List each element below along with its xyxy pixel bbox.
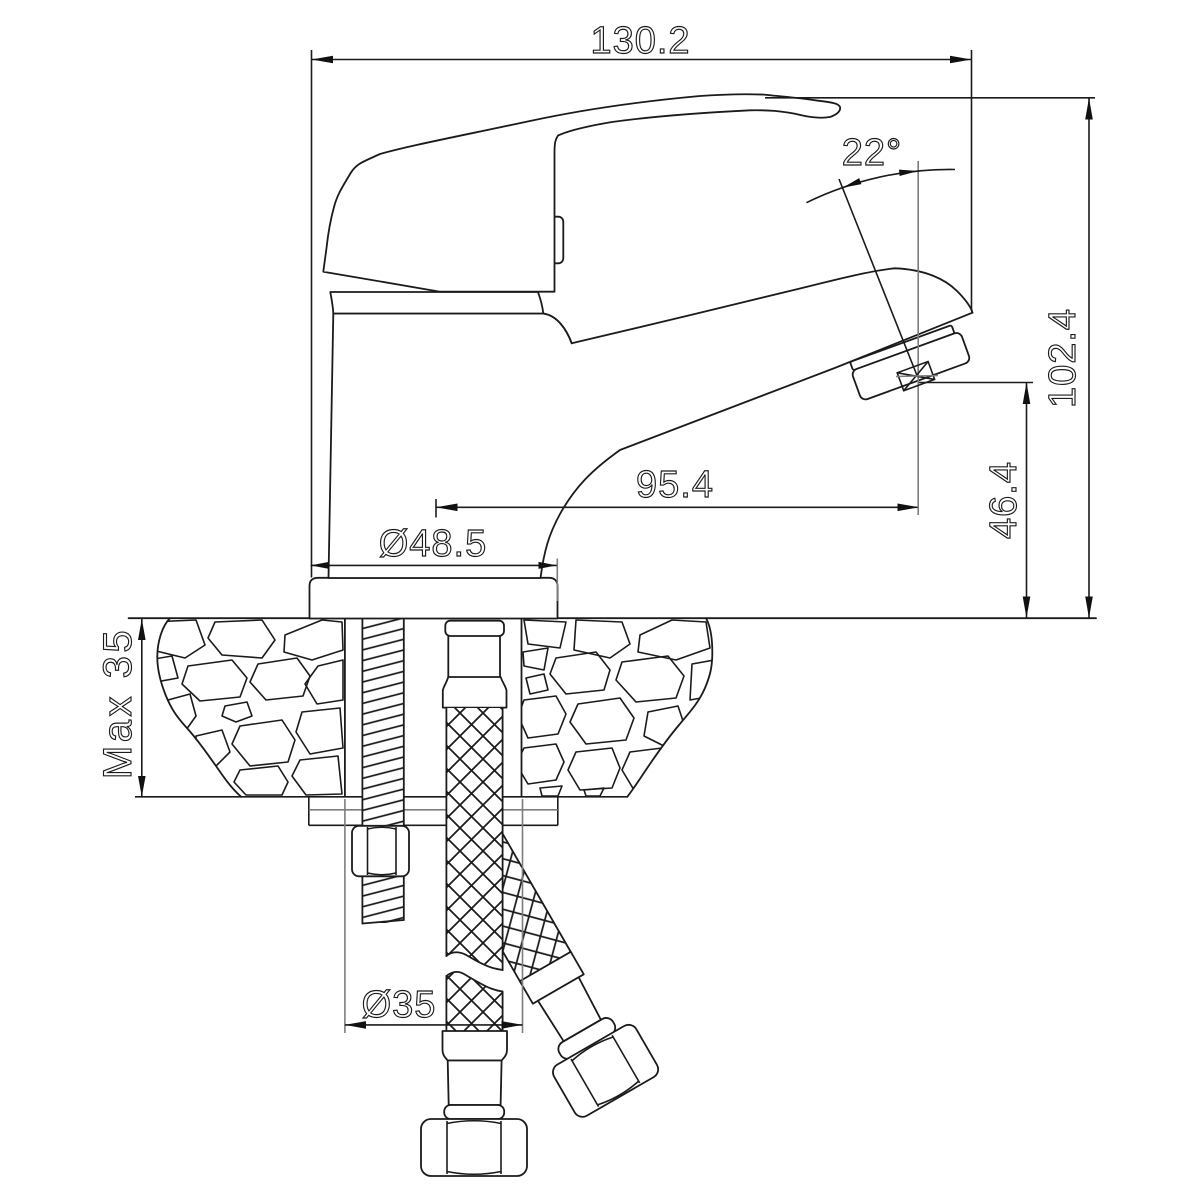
svg-text:Ø35: Ø35 xyxy=(362,984,437,1026)
svg-text:Ø48.5: Ø48.5 xyxy=(379,523,488,565)
svg-text:Max 35: Max 35 xyxy=(96,627,140,779)
svg-text:22°: 22° xyxy=(842,132,902,174)
svg-text:95.4: 95.4 xyxy=(636,464,714,506)
svg-text:102.4: 102.4 xyxy=(1042,308,1084,408)
svg-text:46.4: 46.4 xyxy=(983,461,1025,539)
svg-text:130.2: 130.2 xyxy=(590,20,690,62)
